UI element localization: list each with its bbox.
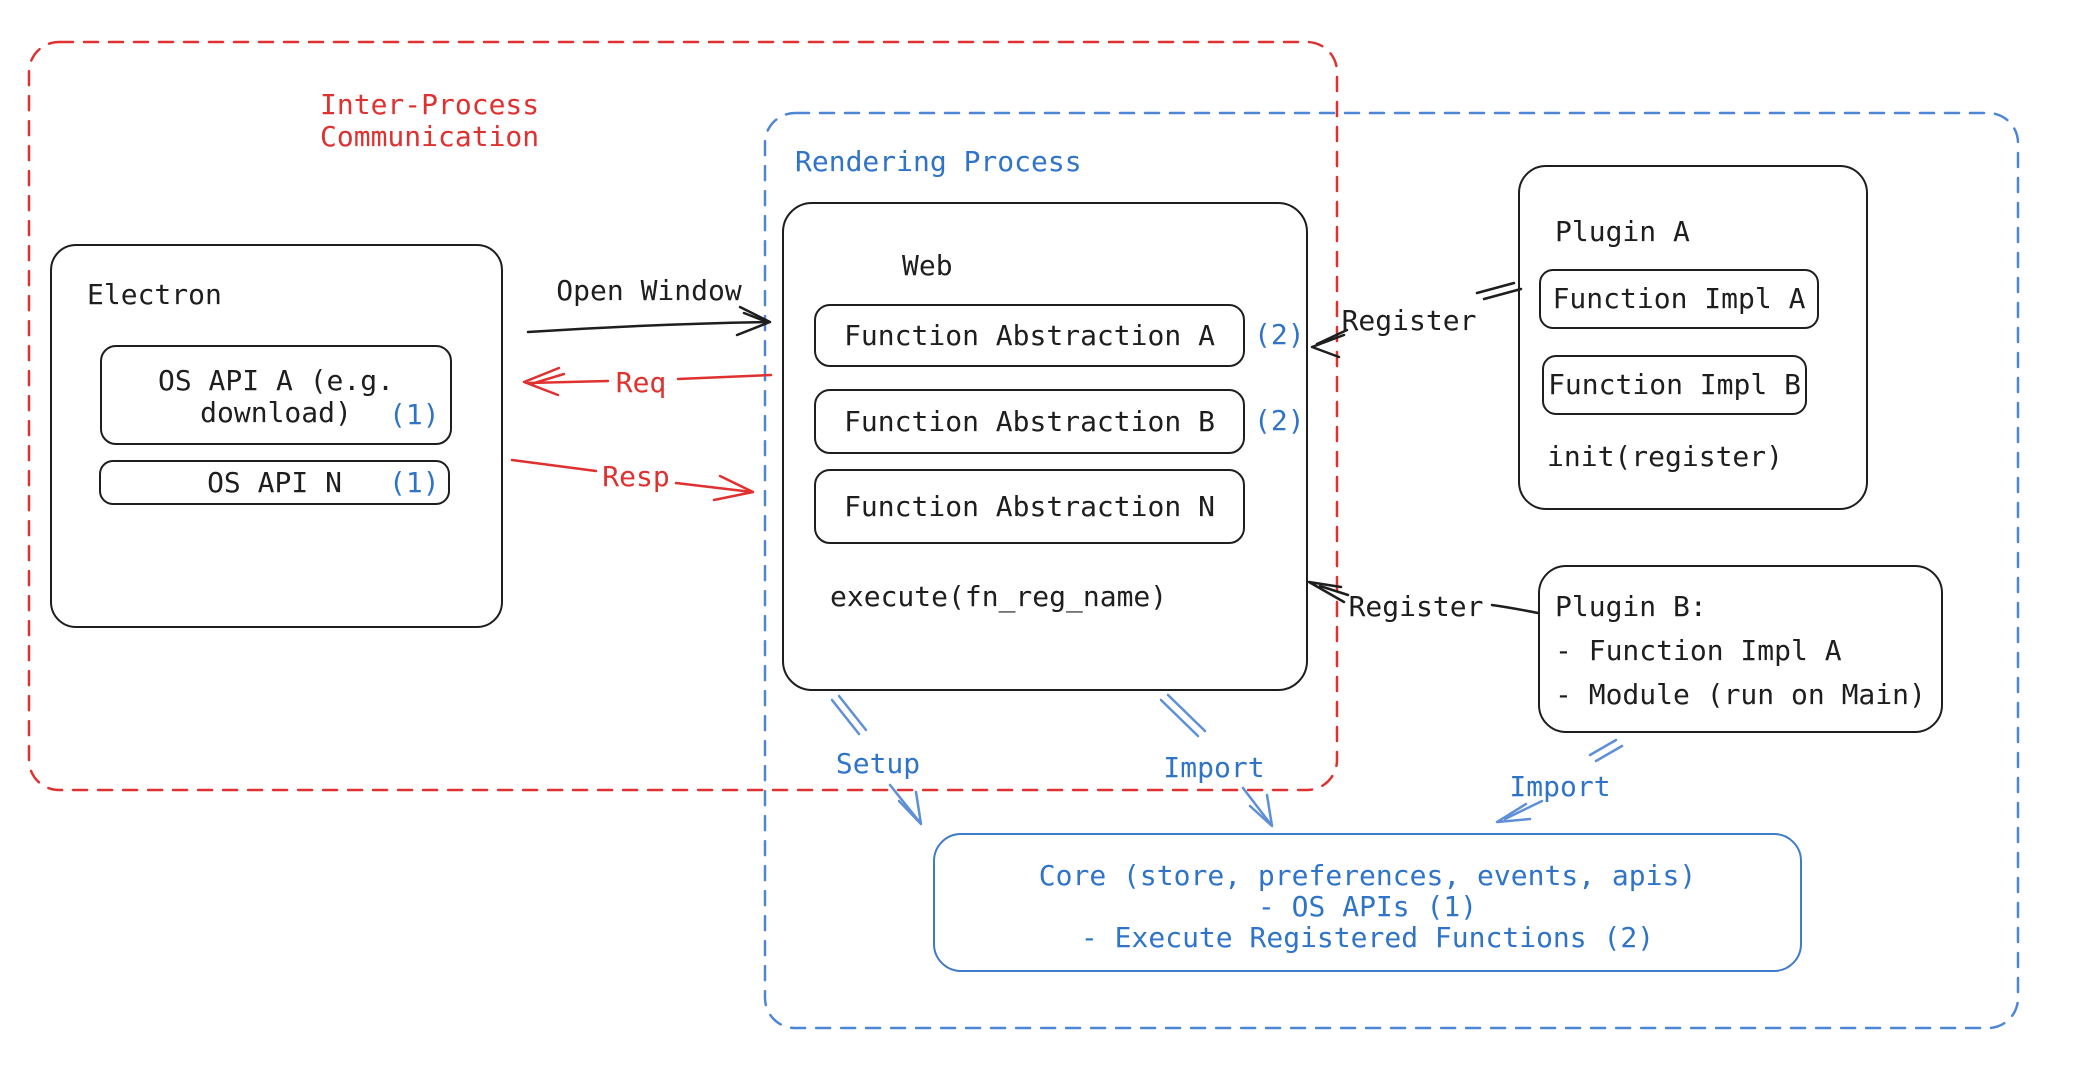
os-api-n-label: OS API N (207, 466, 342, 499)
plugin-b-title: Plugin B: (1555, 590, 1707, 623)
function-impl-a-box: Function Impl A (1539, 269, 1819, 329)
register-plugin-b-arrow (1307, 580, 1540, 615)
plugin-a-box: Plugin A Function Impl A Function Impl B… (1518, 165, 1868, 510)
function-abstraction-a-label: Function Abstraction A (844, 318, 1215, 352)
function-abstraction-b-label: Function Abstraction B (844, 404, 1215, 438)
ipc-boundary (27, 40, 1339, 792)
function-impl-b-label: Function Impl B (1548, 368, 1801, 401)
plugin-a-title: Plugin A (1555, 215, 1690, 248)
os-api-a-line1: OS API A (e.g. (157, 364, 394, 397)
resp-label: Resp (602, 460, 670, 493)
os-api-a-badge: (1) (389, 398, 440, 431)
plugin-b-item-2: - Module (run on Main) (1555, 678, 1926, 711)
core-line-3: - Execute Registered Functions (2) (1080, 921, 1655, 954)
os-api-a-box: OS API A (e.g. download) (1) (100, 345, 452, 445)
function-abstraction-b-box: Function Abstraction B (814, 389, 1245, 454)
import-web-label: Import (1163, 751, 1265, 784)
resp-arrow (510, 458, 755, 502)
open-window-label: Open Window (556, 274, 742, 307)
core-line-1: Core (store, preferences, events, apis) (1038, 859, 1697, 892)
import-plugin-b-label: Import (1509, 770, 1611, 803)
function-impl-a-label: Function Impl A (1552, 282, 1806, 315)
function-impl-b-box: Function Impl B (1542, 355, 1807, 415)
os-api-n-badge: (1) (389, 466, 440, 499)
function-abstraction-n-box: Function Abstraction N (814, 469, 1245, 544)
electron-box: Electron OS API A (e.g. download) (1) OS… (50, 244, 503, 628)
function-abstraction-a-box: Function Abstraction A (814, 304, 1245, 367)
function-abstraction-n-label: Function Abstraction N (844, 489, 1215, 523)
register-plugin-a-label: Register (1341, 304, 1477, 337)
register-plugin-a-arrow (1310, 281, 1523, 359)
req-arrow (522, 366, 773, 397)
open-window-arrow (526, 305, 772, 337)
web-title: Web (902, 249, 953, 282)
setup-label: Setup (835, 747, 921, 780)
plugin-b-content: Plugin B: - Function Impl A - Module (ru… (1555, 585, 1926, 717)
os-api-a-line2: download) (200, 396, 352, 429)
plugin-b-item-1: - Function Impl A (1555, 634, 1842, 667)
rendering-process-boundary (763, 111, 2020, 1030)
import-web-arrow (1159, 693, 1274, 828)
function-abstraction-a-badge: (2) (1254, 318, 1305, 351)
plugin-b-box: Plugin B: - Function Impl A - Module (ru… (1538, 565, 1943, 733)
ipc-label: Inter-Process Communication (320, 88, 540, 153)
os-api-n-box: OS API N (1) (99, 460, 450, 505)
function-abstraction-b-badge: (2) (1254, 404, 1305, 437)
req-label: Req (615, 366, 667, 399)
os-api-a-label: OS API A (e.g. download) (102, 365, 450, 429)
core-box: Core (store, preferences, events, apis) … (933, 833, 1802, 972)
rendering-process-label: Rendering Process (795, 145, 1082, 178)
web-box: Web Function Abstraction A (2) Function … (782, 202, 1308, 691)
core-line-2: - OS APIs (1) (1257, 890, 1478, 923)
register-plugin-b-label: Register (1348, 590, 1484, 623)
import-plugin-b-arrow (1495, 738, 1624, 824)
setup-arrow (830, 694, 923, 826)
init-register-label: init(register) (1547, 440, 1784, 473)
electron-title: Electron (87, 278, 222, 311)
execute-label: execute(fn_reg_name) (830, 580, 1168, 613)
core-content: Core (store, preferences, events, apis) … (935, 860, 1800, 953)
